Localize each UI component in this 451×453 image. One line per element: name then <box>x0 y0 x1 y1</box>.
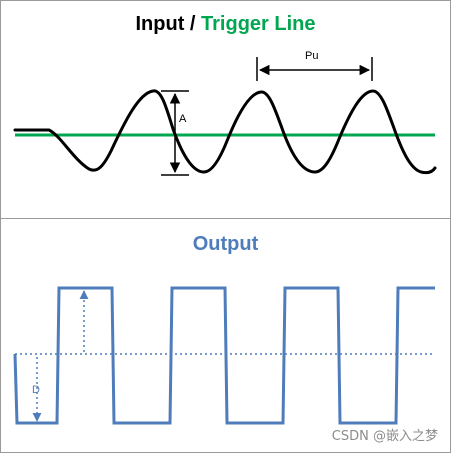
input-title: Input <box>135 13 185 35</box>
period-label: Pu <box>305 50 318 62</box>
panel-divider <box>1 218 450 219</box>
trigger-line-title: Trigger Line <box>201 13 316 35</box>
input-trigger-title: Input / Trigger Line <box>1 13 450 36</box>
amplitude-label: A <box>179 113 187 125</box>
input-signal <box>13 89 437 175</box>
output-signal <box>13 286 435 425</box>
deadband-label: D <box>32 384 40 396</box>
title-separator: / <box>184 13 202 35</box>
output-title: Output <box>192 233 259 255</box>
watermark-text: CSDN @嵌入之梦 <box>331 429 438 444</box>
